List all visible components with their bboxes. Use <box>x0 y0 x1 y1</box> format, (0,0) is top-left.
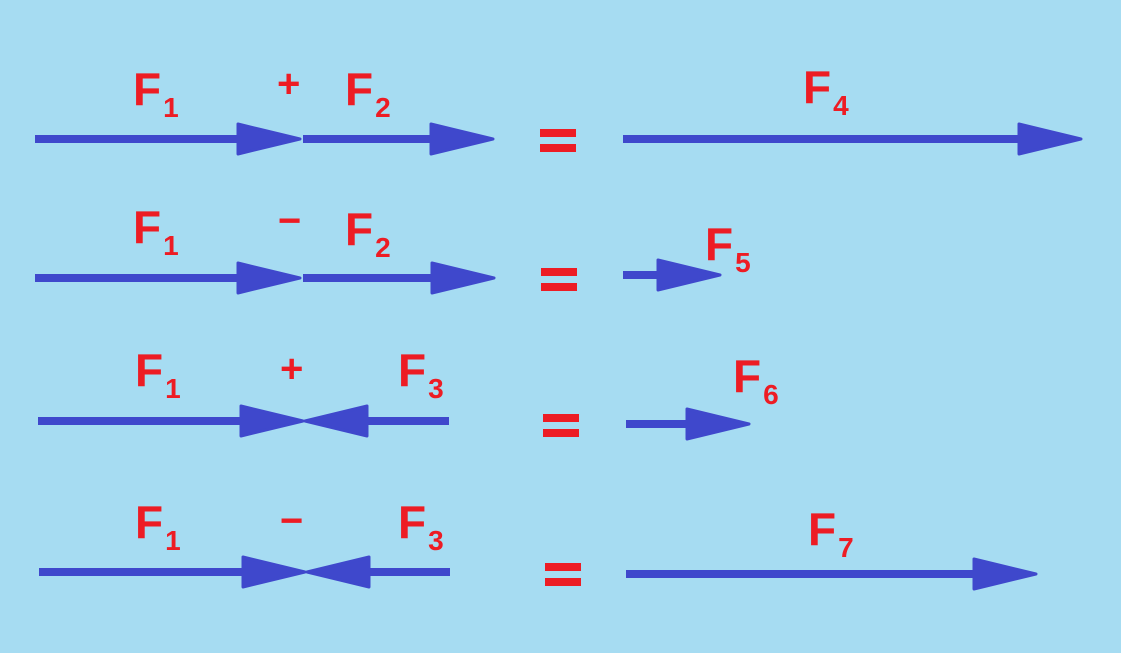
operator: + <box>277 62 300 106</box>
arrow-head <box>241 555 307 589</box>
force-symbol: F <box>135 496 163 548</box>
operator: + <box>280 347 303 391</box>
label-result: F7 <box>808 503 854 563</box>
force-arrow-a <box>35 261 302 295</box>
arrow-head <box>305 555 371 589</box>
operator: − <box>278 199 301 243</box>
result-arrow <box>623 122 1083 156</box>
force-subscript: 2 <box>375 232 391 263</box>
force-subscript: 5 <box>735 247 751 278</box>
force-subscript: 4 <box>833 90 849 121</box>
force-arrow-b <box>303 261 496 295</box>
label-a: F1 <box>135 496 181 556</box>
result-arrow <box>626 407 751 441</box>
force-symbol: F <box>808 503 836 555</box>
label-b: F3 <box>398 496 444 556</box>
equals-sign <box>545 563 581 586</box>
force-symbol: F <box>345 63 373 115</box>
label-a: F1 <box>133 201 179 261</box>
label-a: F1 <box>133 63 179 123</box>
operator: − <box>280 499 303 543</box>
force-arrow-a <box>38 404 305 438</box>
label-b: F2 <box>345 63 391 123</box>
force-symbol: F <box>135 344 163 396</box>
force-arrow-a <box>39 555 307 589</box>
force-subscript: 7 <box>838 532 854 563</box>
force-symbol: F <box>705 218 733 270</box>
force-subscript: 1 <box>165 373 181 404</box>
force-subscript: 1 <box>163 92 179 123</box>
arrow-head <box>429 122 495 156</box>
result-arrow <box>626 557 1038 591</box>
label-result: F4 <box>803 61 849 121</box>
force-arrow-b <box>303 404 449 438</box>
arrow-head <box>1017 122 1083 156</box>
force-symbol: F <box>398 344 426 396</box>
force-subscript: 3 <box>428 373 444 404</box>
force-symbol: F <box>133 63 161 115</box>
force-arrow-b <box>303 122 495 156</box>
equals-sign <box>541 268 577 291</box>
label-result: F5 <box>705 218 751 278</box>
force-subscript: 2 <box>375 92 391 123</box>
force-symbol: F <box>345 203 373 255</box>
equals-sign <box>543 414 579 437</box>
force-symbol: F <box>803 61 831 113</box>
label-result: F6 <box>733 350 779 410</box>
arrow-head <box>972 557 1038 591</box>
force-subscript: 3 <box>428 525 444 556</box>
force-subscript: 1 <box>165 525 181 556</box>
arrow-head <box>236 261 302 295</box>
label-b: F2 <box>345 203 391 263</box>
force-subscript: 1 <box>163 230 179 261</box>
result-arrow <box>623 258 722 292</box>
force-arrow-a <box>35 122 302 156</box>
arrow-head <box>236 122 302 156</box>
arrow-head <box>303 404 369 438</box>
equals-sign <box>540 129 576 152</box>
label-a: F1 <box>135 344 181 404</box>
force-arrow-b <box>305 555 450 589</box>
arrow-head <box>685 407 751 441</box>
arrow-head <box>656 258 722 292</box>
force-symbol: F <box>733 350 761 402</box>
label-b: F3 <box>398 344 444 404</box>
force-symbol: F <box>398 496 426 548</box>
force-symbol: F <box>133 201 161 253</box>
arrow-head <box>239 404 305 438</box>
force-subscript: 6 <box>763 379 779 410</box>
arrow-head <box>430 261 496 295</box>
